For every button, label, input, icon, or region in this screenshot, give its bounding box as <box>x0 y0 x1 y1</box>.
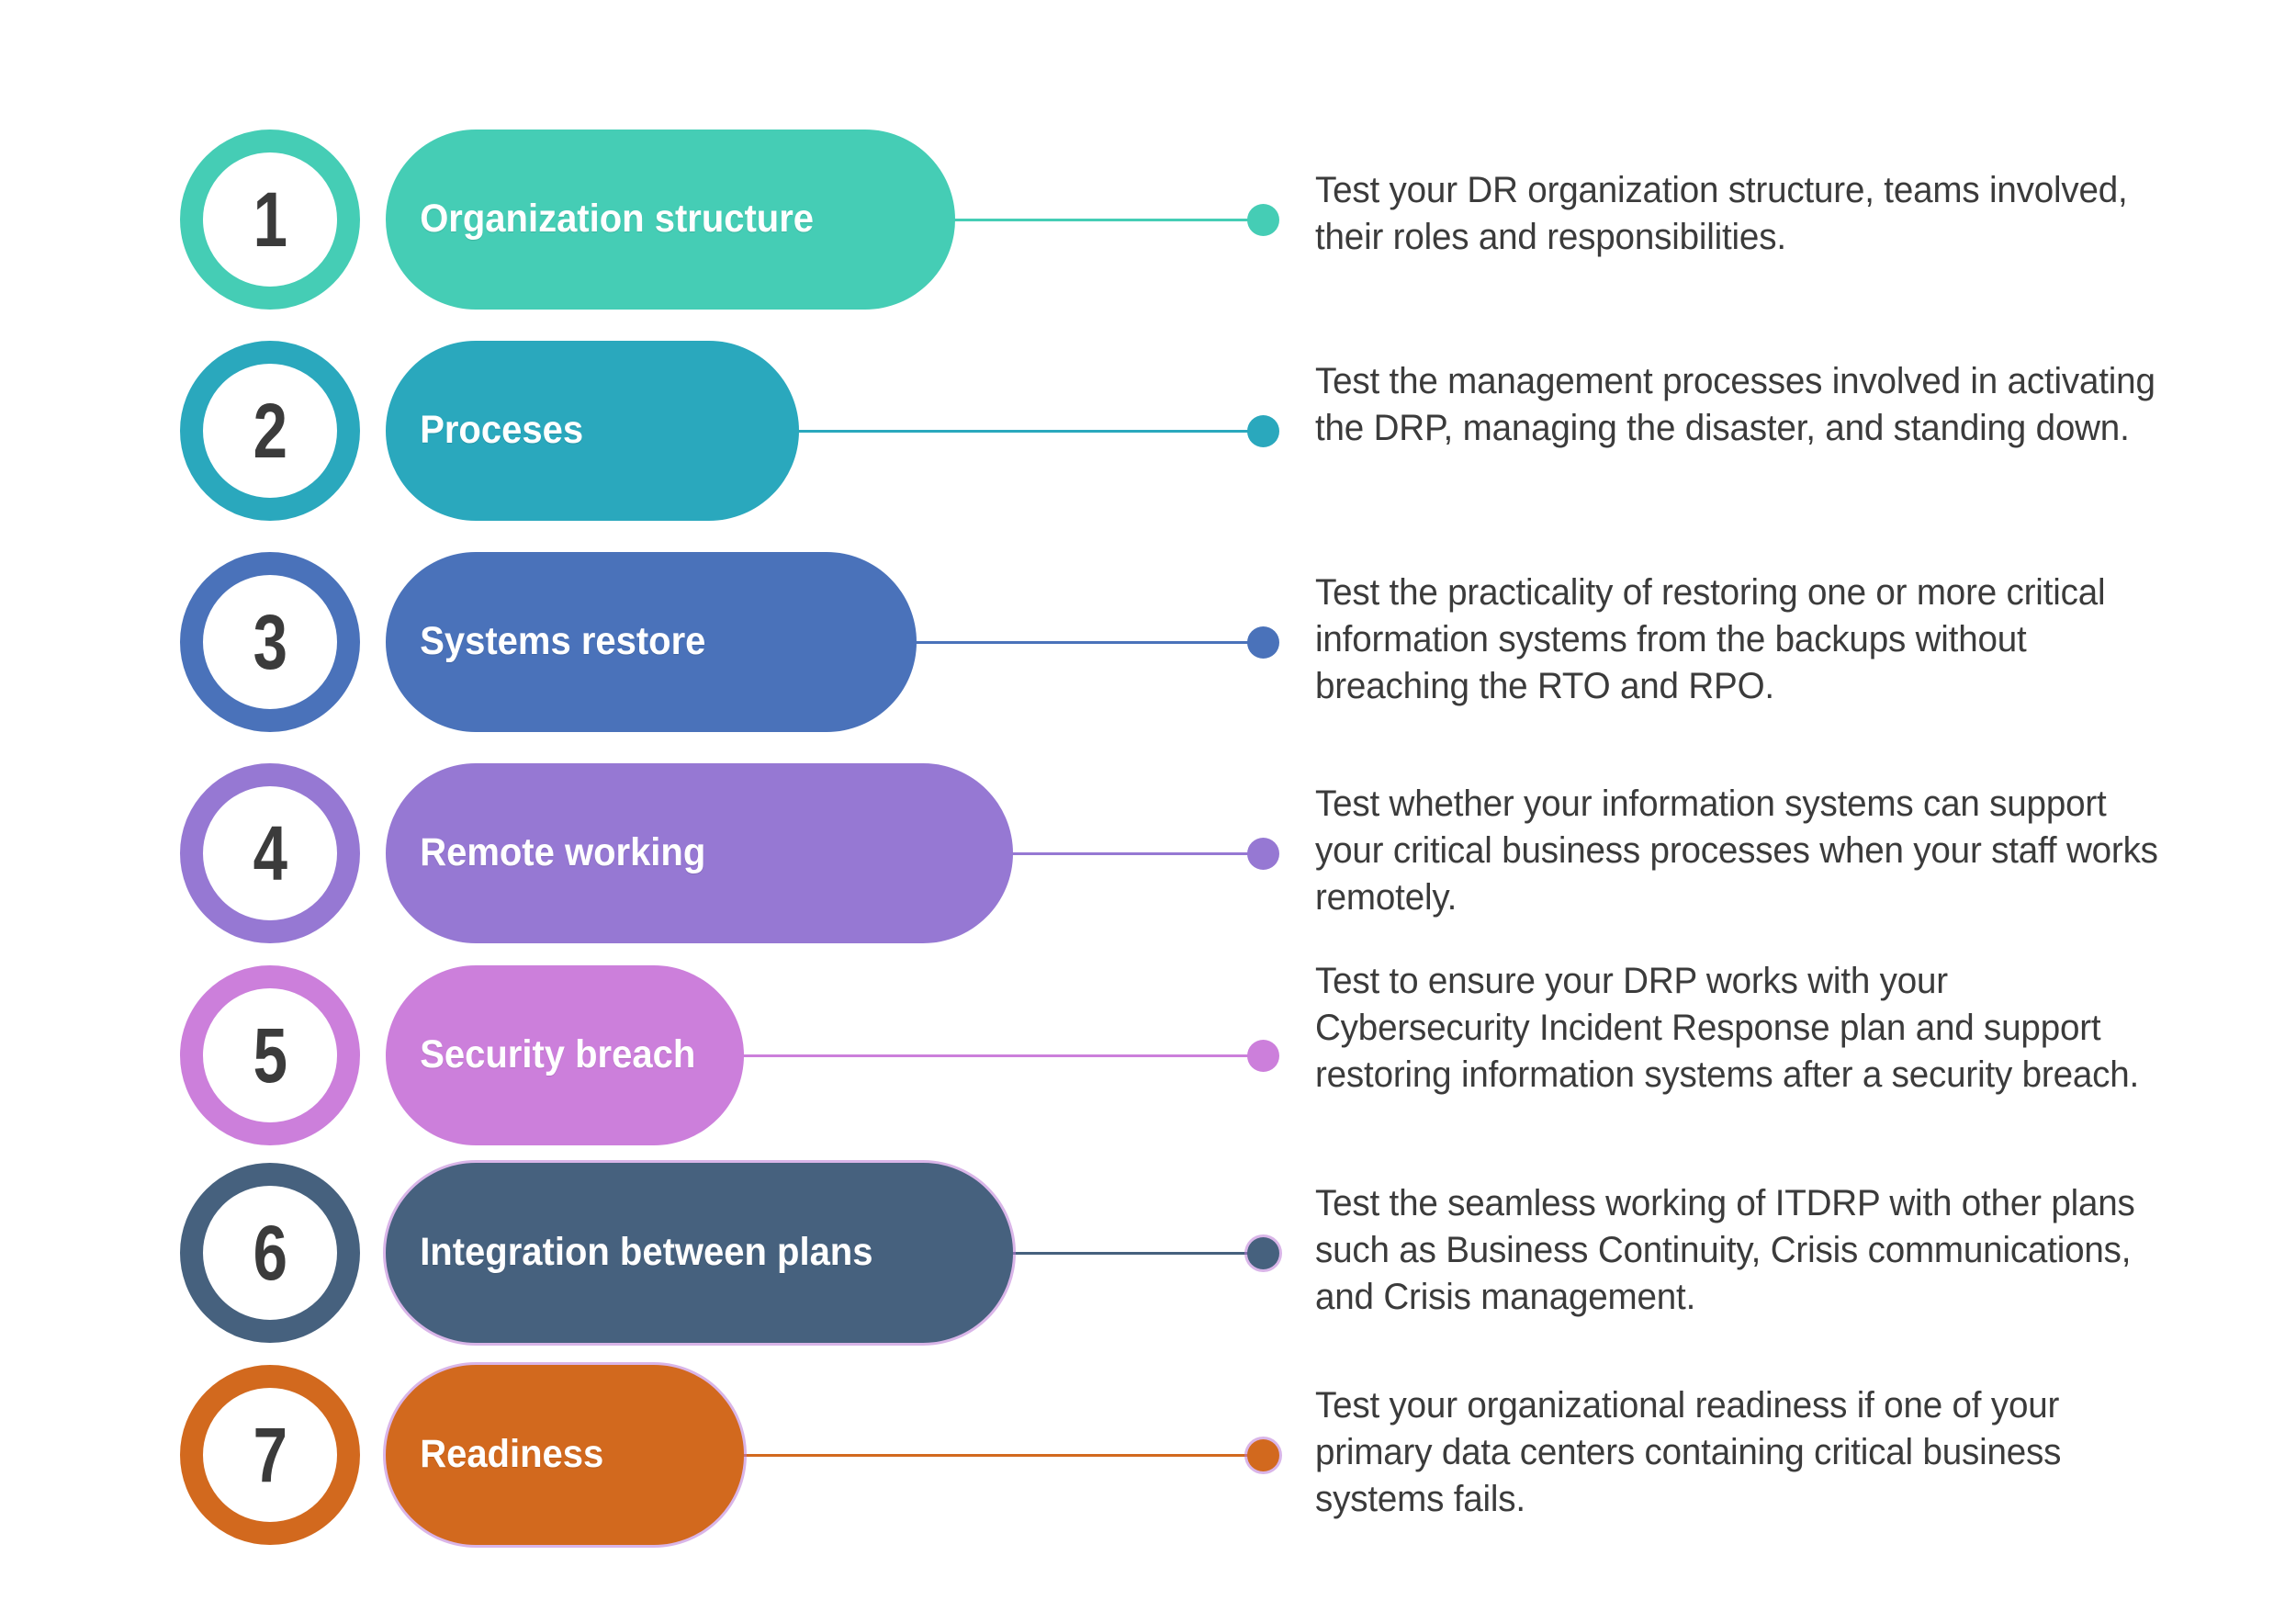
step-description-text: Test whether your information systems ca… <box>1315 783 2158 919</box>
step-number-label: 6 <box>253 1210 287 1296</box>
connector-line-5 <box>737 1054 1264 1057</box>
step-description-text: Test the practicality of restoring one o… <box>1315 572 2106 707</box>
step-number-label: 4 <box>253 810 287 896</box>
step-pill-5[interactable]: Security breach <box>386 965 744 1145</box>
step-description-text: Test to ensure your DRP works with your … <box>1315 961 2140 1096</box>
step-pill-label: Integration between plans <box>420 1230 873 1275</box>
connector-dot-6 <box>1247 1237 1279 1269</box>
step-pill-label: Readiness <box>420 1432 604 1477</box>
step-pill-label: Remote working <box>420 830 706 875</box>
step-pill-3[interactable]: Systems restore <box>386 552 917 732</box>
step-pill-7[interactable]: Readiness <box>386 1365 744 1545</box>
step-description-3: Test the practicality of restoring one o… <box>1315 569 2197 711</box>
step-pill-label: Proceses <box>420 408 584 453</box>
step-number-circle-6: 6 <box>180 1163 360 1343</box>
step-number-label: 1 <box>253 176 287 263</box>
connector-line-3 <box>909 641 1264 644</box>
connector-dot-3 <box>1247 626 1279 659</box>
step-number-circle-1: 1 <box>180 130 360 310</box>
step-number-circle-3: 3 <box>180 552 360 732</box>
connector-line-7 <box>737 1454 1264 1457</box>
step-number-circle-7: 7 <box>180 1365 360 1545</box>
step-number-label: 2 <box>253 388 287 474</box>
connector-line-6 <box>1006 1252 1264 1255</box>
step-pill-label: Security breach <box>420 1032 696 1077</box>
step-description-6: Test the seamless working of ITDRP with … <box>1315 1180 2197 1322</box>
step-pill-6[interactable]: Integration between plans <box>386 1163 1013 1343</box>
connector-dot-1 <box>1247 204 1279 236</box>
step-description-text: Test the seamless working of ITDRP with … <box>1315 1183 2135 1318</box>
infographic-row-2: 2 Proceses Test the management processes i… <box>0 326 2296 537</box>
infographic-row-1: 1 Organization structure Test your DR orga… <box>0 115 2296 326</box>
step-pill-label: Systems restore <box>420 619 706 664</box>
connector-dot-4 <box>1247 838 1279 870</box>
step-description-text: Test the management processes involved i… <box>1315 361 2155 449</box>
connector-dot-5 <box>1247 1040 1279 1072</box>
infographic-row-3: 3 Systems restore Test the practicality of… <box>0 537 2296 749</box>
infographic-row-5: 5 Security breach Test to ensure your DRP … <box>0 951 2296 1162</box>
infographic-row-4: 4 Remote working Test whether your informa… <box>0 749 2296 960</box>
step-number-circle-4: 4 <box>180 763 360 943</box>
step-pill-4[interactable]: Remote working <box>386 763 1013 943</box>
infographic-row-7: 7 Readiness Test your organizational readi… <box>0 1350 2296 1561</box>
step-description-1: Test your DR organization structure, tea… <box>1315 167 2197 261</box>
step-pill-label: Organization structure <box>420 197 815 242</box>
step-description-5: Test to ensure your DRP works with your … <box>1315 958 2197 1099</box>
step-number-label: 7 <box>253 1412 287 1498</box>
step-number-circle-2: 2 <box>180 341 360 521</box>
step-description-4: Test whether your information systems ca… <box>1315 781 2197 922</box>
step-description-text: Test your DR organization structure, tea… <box>1315 170 2128 258</box>
step-pill-1[interactable]: Organization structure <box>386 130 955 310</box>
connector-dot-2 <box>1247 415 1279 447</box>
step-number-label: 3 <box>253 599 287 685</box>
connector-line-2 <box>792 430 1264 433</box>
step-pill-2[interactable]: Proceses <box>386 341 799 521</box>
connector-line-4 <box>1006 852 1264 855</box>
connector-line-1 <box>948 219 1264 221</box>
step-number-label: 5 <box>253 1012 287 1099</box>
step-description-2: Test the management processes involved i… <box>1315 358 2197 452</box>
step-number-circle-5: 5 <box>180 965 360 1145</box>
connector-dot-7 <box>1247 1439 1279 1471</box>
step-description-7: Test your organizational readiness if on… <box>1315 1382 2197 1524</box>
infographic-row-6: 6 Integration between plans Test the seaml… <box>0 1148 2296 1359</box>
step-description-text: Test your organizational readiness if on… <box>1315 1385 2062 1520</box>
